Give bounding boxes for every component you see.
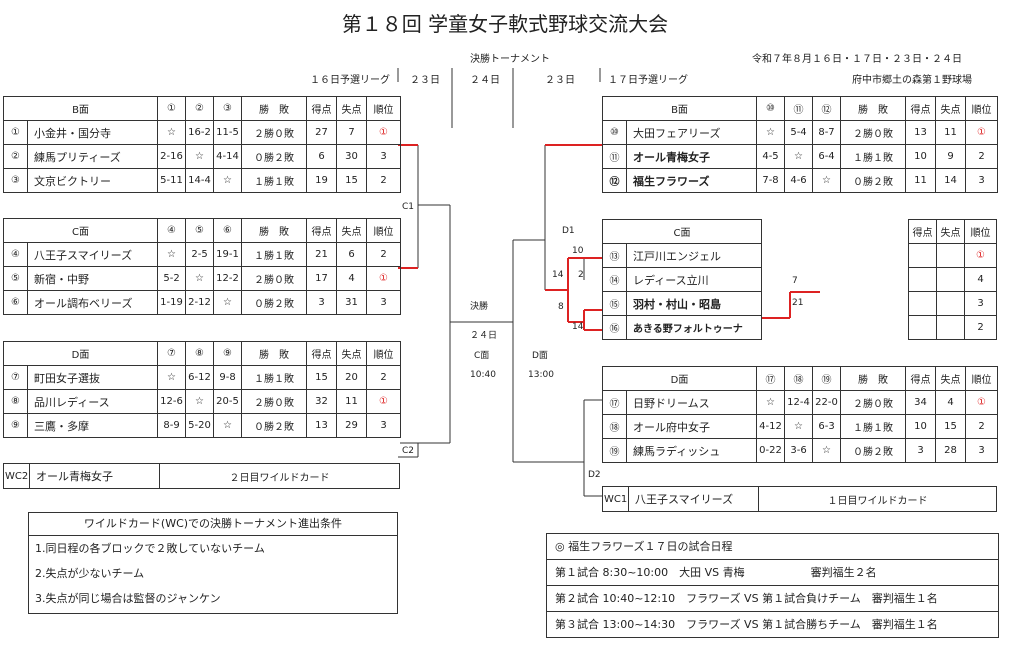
final-tournament-label: 決勝トーナメント (470, 54, 550, 65)
d23-left-label: ２３日 (410, 75, 440, 86)
page-title: 第１８回 学童女子軟式野球交流大会 (341, 12, 669, 36)
group-name: B面 (3, 96, 158, 121)
score-label: 10 (572, 246, 584, 256)
venue-label: 府中市郷土の森第１野球場 (852, 75, 972, 86)
group-name: C面 (2, 218, 159, 243)
schedule-title: ◎ 福生フラワーズ１７日の試合日程 (555, 540, 733, 553)
bracket-d2-label: D2 (588, 470, 601, 480)
d24-label: ２４日 (470, 75, 500, 86)
group-name: B面 (602, 96, 757, 121)
final-c-time: 10:40 (470, 370, 496, 380)
score-label: 7 (792, 276, 798, 286)
list-item: 第１試合 8:30~10:00 大田 VS 青梅 審判福生２名 (547, 559, 998, 585)
score-label: 14 (572, 322, 584, 332)
list-item: 3.失点が同じ場合は監督のジャンケン (35, 592, 221, 605)
final-date: ２４日 (470, 331, 498, 341)
group-name: D面 (2, 341, 159, 366)
score-label: 8 (558, 302, 564, 312)
dates-label: 令和７年８月１６日・１７日・２３日・２４日 (752, 54, 962, 65)
score-label: 21 (792, 298, 804, 308)
score-label: 2 (578, 270, 584, 280)
final-c-court: C面 (474, 351, 490, 361)
final-label: 決勝 (470, 302, 489, 312)
final-d-court: D面 (532, 351, 548, 361)
wildcard-conditions: ワイルドカード(WC)での決勝トーナメント進出条件 1.同日程の各ブロックで２敗… (28, 512, 398, 614)
bracket-d1-label: D1 (562, 226, 575, 236)
schedule-box: ◎ 福生フラワーズ１７日の試合日程 第１試合 8:30~10:00 大田 VS … (546, 533, 999, 638)
bracket-c2-label: C2 (402, 446, 415, 456)
day17-label: １７日予選リーグ (608, 75, 688, 86)
bracket-c1-label: C1 (402, 202, 415, 212)
group-name: D面 (601, 366, 758, 391)
day16-label: １６日予選リーグ (310, 75, 390, 86)
d23-right-label: ２３日 (545, 75, 575, 86)
list-item: 2.失点が少ないチーム (35, 567, 145, 580)
final-d-time: 13:00 (528, 370, 554, 380)
score-label: 14 (552, 270, 564, 280)
group-name: C面 (602, 219, 762, 244)
list-item: 第２試合 10:40~12:10 フラワーズ VS 第１試合負けチーム 審判福生… (547, 585, 998, 611)
c-right-ranking: 得点失点順位 ① 4 3 2 (908, 219, 997, 340)
list-item: 第３試合 13:00~14:30 フラワーズ VS 第１試合勝ちチーム 審判福生… (547, 611, 998, 637)
list-item: 1.同日程の各ブロックで２敗していないチーム (35, 542, 265, 555)
